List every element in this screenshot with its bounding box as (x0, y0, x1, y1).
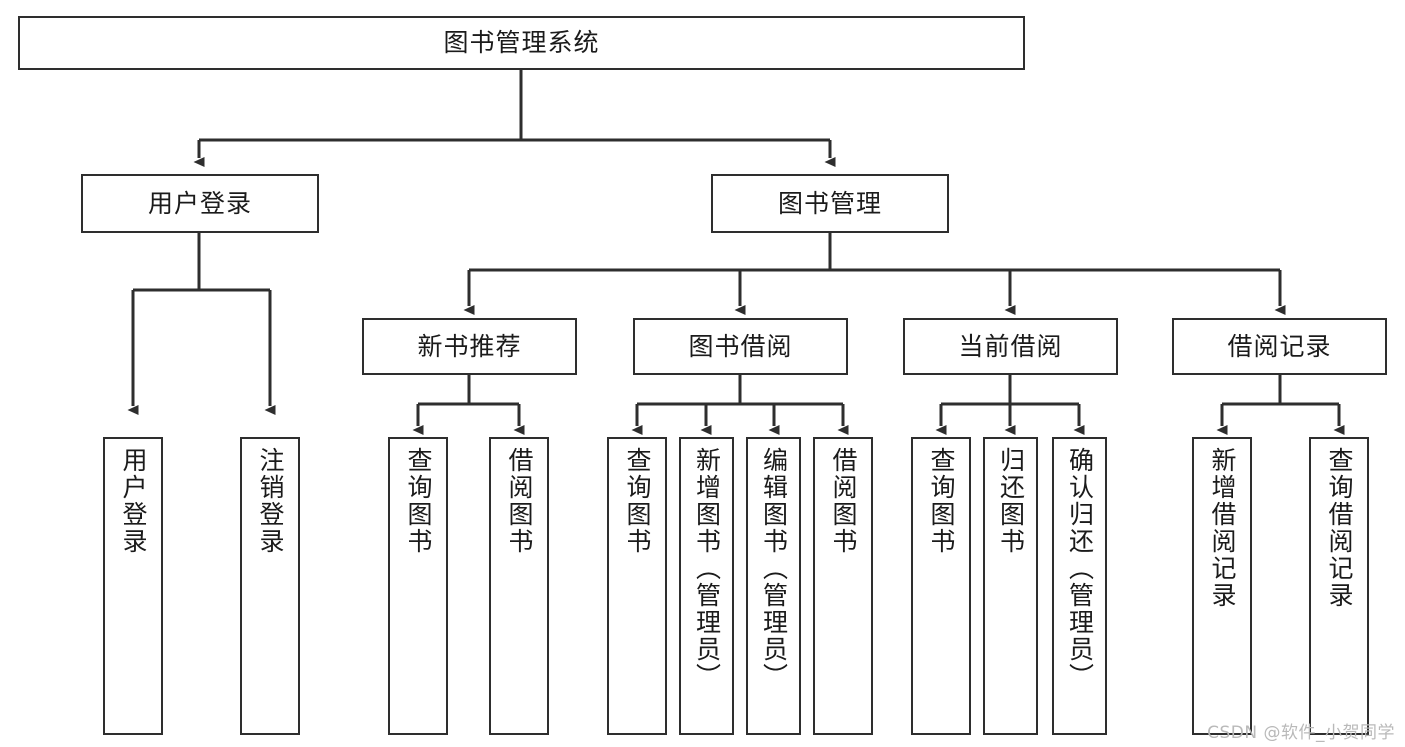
node-leaf-query-book-recommend[interactable]: 查询图书 (388, 437, 448, 735)
node-leaf-confirm-return[interactable]: 确认归还（管理员） (1052, 437, 1107, 735)
node-leaf-query-book-current-label: 查询图书 (927, 447, 956, 555)
node-leaf-borrow-book[interactable]: 借阅图书 (813, 437, 873, 735)
node-current-borrow[interactable]: 当前借阅 (903, 318, 1118, 375)
node-leaf-user-login[interactable]: 用户登录 (103, 437, 163, 735)
node-leaf-edit-book-label: 编辑图书（管理员） (759, 447, 789, 690)
node-leaf-user-login-label: 用户登录 (119, 447, 148, 555)
node-root[interactable]: 图书管理系统 (18, 16, 1025, 70)
node-book-borrow-label: 图书借阅 (688, 331, 793, 361)
node-leaf-logout-label: 注销登录 (256, 447, 285, 555)
node-book-manage-label: 图书管理 (777, 188, 882, 218)
node-book-borrow[interactable]: 图书借阅 (633, 318, 848, 375)
node-leaf-query-book-current[interactable]: 查询图书 (911, 437, 971, 735)
node-leaf-borrow-book-label: 借阅图书 (829, 447, 858, 555)
node-borrow-record-label: 借阅记录 (1227, 331, 1332, 361)
node-leaf-query-book-borrow-label: 查询图书 (623, 447, 652, 555)
node-leaf-add-record[interactable]: 新增借阅记录 (1192, 437, 1252, 735)
node-leaf-return-book-label: 归还图书 (996, 447, 1026, 555)
node-new-book-recommend-label: 新书推荐 (417, 331, 522, 361)
node-leaf-add-book-label: 新增图书（管理员） (692, 447, 722, 690)
node-leaf-query-book-recommend-label: 查询图书 (404, 447, 433, 555)
node-leaf-add-book[interactable]: 新增图书（管理员） (679, 437, 734, 735)
node-borrow-record[interactable]: 借阅记录 (1172, 318, 1387, 375)
node-leaf-logout[interactable]: 注销登录 (240, 437, 300, 735)
watermark: CSDN @软件_小贺同学 (1207, 723, 1395, 743)
node-new-book-recommend[interactable]: 新书推荐 (362, 318, 577, 375)
node-leaf-query-book-borrow[interactable]: 查询图书 (607, 437, 667, 735)
node-leaf-add-record-label: 新增借阅记录 (1208, 447, 1237, 609)
node-leaf-return-book[interactable]: 归还图书 (983, 437, 1038, 735)
node-user-login-label: 用户登录 (147, 188, 252, 218)
node-user-login[interactable]: 用户登录 (81, 174, 319, 233)
node-leaf-confirm-return-label: 确认归还（管理员） (1065, 447, 1095, 690)
node-leaf-borrow-book-recommend-label: 借阅图书 (505, 447, 534, 555)
node-book-manage[interactable]: 图书管理 (711, 174, 949, 233)
node-leaf-query-record[interactable]: 查询借阅记录 (1309, 437, 1369, 735)
node-leaf-edit-book[interactable]: 编辑图书（管理员） (746, 437, 801, 735)
node-leaf-borrow-book-recommend[interactable]: 借阅图书 (489, 437, 549, 735)
node-root-label: 图书管理系统 (443, 28, 600, 58)
node-leaf-query-record-label: 查询借阅记录 (1325, 447, 1354, 609)
node-current-borrow-label: 当前借阅 (958, 331, 1063, 361)
